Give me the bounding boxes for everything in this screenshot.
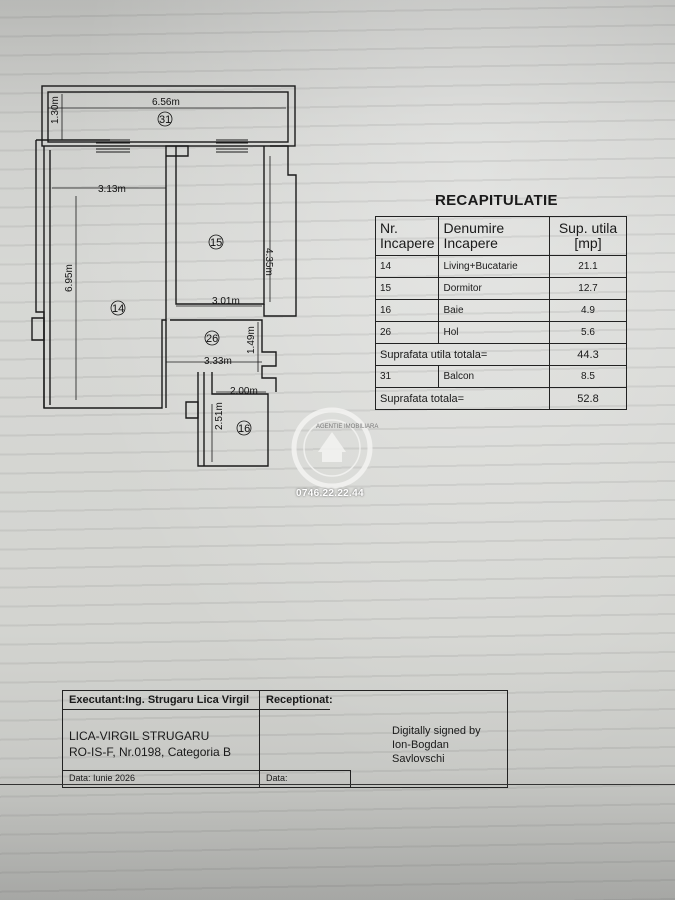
recap-table: Nr. Incapere Denumire Incapere Sup. util… xyxy=(374,216,627,410)
engineer-registration: RO-IS-F, Nr.0198, Categoria B xyxy=(69,745,232,759)
window-mark-left xyxy=(31,317,45,341)
recap-header-row: Nr. Incapere Denumire Incapere Sup. util… xyxy=(374,216,627,256)
receptionat-label: Receptionat: xyxy=(266,694,333,706)
util-total-row: Suprafata utila totala= 44.3 xyxy=(375,343,627,366)
receptionat-divider xyxy=(260,709,330,710)
date-row-left: Data: Iunie 2026 xyxy=(63,770,259,787)
dim-hall-height: 1.49m xyxy=(246,326,257,354)
dim-hall-width: 3.33m xyxy=(204,356,232,367)
engineer-name: LICA-VIRGIL STRUGARU xyxy=(69,729,210,743)
dim-living-width: 3.13m xyxy=(98,184,126,195)
total-value: 52.8 xyxy=(549,387,627,410)
room-number-hall: 26 xyxy=(206,333,218,345)
door-jamb xyxy=(185,401,199,419)
dim-bath-width: 2.00m xyxy=(230,386,258,397)
dim-living-height: 6.95m xyxy=(64,264,75,292)
dim-balcony-depth: 1.30m xyxy=(50,96,61,124)
cell-nr: 31 xyxy=(374,365,440,388)
room-marker-bedroom xyxy=(208,234,224,250)
cell-name: Living+Bucatarie xyxy=(438,255,550,278)
watermark-phone: 0746.22.22.44 xyxy=(296,488,364,499)
signature-box: Executant:Ing. Strugaru Lica Virgil LICA… xyxy=(62,690,508,788)
bedroom-walls xyxy=(175,146,265,305)
living-wall-left xyxy=(35,140,189,409)
cell-name: Baie xyxy=(438,299,550,322)
cell-nr: 15 xyxy=(374,277,440,300)
room-marker-hall xyxy=(204,330,220,346)
cell-name: Dormitor xyxy=(438,277,550,300)
cell-area: 5.6 xyxy=(549,321,627,344)
cell-area: 8.5 xyxy=(549,365,627,388)
dim-bedroom-height: 4.35m xyxy=(263,248,274,276)
cell-nr: 16 xyxy=(374,299,440,322)
signed-line-2: Ion-Bogdan xyxy=(392,739,449,751)
executant-label: Executant:Ing. Strugaru Lica Virgil xyxy=(69,694,250,706)
util-total-label: Suprafata utila totala= xyxy=(375,343,550,366)
date-left: Data: Iunie 2026 xyxy=(69,773,136,783)
cell-area: 4.9 xyxy=(549,299,627,322)
bedroom-right-wall xyxy=(263,145,297,317)
cell-nr: 26 xyxy=(374,321,440,344)
table-row: 16 Baie 4.9 xyxy=(374,299,627,322)
header-denumire: Denumire Incapere xyxy=(438,216,550,256)
hall-walls xyxy=(165,319,277,408)
date-right: Data: xyxy=(266,773,288,783)
room-number-bedroom: 15 xyxy=(210,237,222,249)
cell-name: Balcon xyxy=(438,365,550,388)
agency-stamp-watermark: AGENTIE IMOBILIARA xyxy=(291,407,378,489)
room-marker-bath xyxy=(236,420,252,436)
balcony-frame-inner xyxy=(47,91,289,143)
signed-line-1: Digitally signed by xyxy=(392,725,481,737)
table-row: 14 Living+Bucatarie 21.1 xyxy=(374,255,627,278)
cell-area: 21.1 xyxy=(549,255,627,278)
page-rule xyxy=(0,784,675,785)
date-row-right: Data: xyxy=(260,770,351,787)
receptionat-column: Receptionat: Digitally signed by Ion-Bog… xyxy=(260,691,507,787)
total-label: Suprafata totala= xyxy=(375,387,550,410)
dim-top-width: 6.56m xyxy=(152,97,180,108)
header-sup: Sup. utila [mp] xyxy=(549,216,627,256)
dim-bedroom-width: 3.01m xyxy=(212,296,240,307)
cell-area: 12.7 xyxy=(549,277,627,300)
table-row: 26 Hol 5.6 xyxy=(374,321,627,344)
table-row: 15 Dormitor 12.7 xyxy=(374,277,627,300)
grand-total-row: Suprafata totala= 52.8 xyxy=(375,387,627,410)
signed-line-3: Savlovschi xyxy=(392,753,445,765)
room-number-bath: 16 xyxy=(238,423,250,435)
executant-divider xyxy=(63,709,259,710)
room-marker-living xyxy=(110,300,126,316)
room-number-living: 14 xyxy=(112,303,124,315)
bath-walls xyxy=(197,372,269,467)
executant-column: Executant:Ing. Strugaru Lica Virgil LICA… xyxy=(63,691,260,787)
room-marker-balcony xyxy=(157,111,173,127)
room-number-balcony: 31 xyxy=(159,114,171,126)
table-row: 31 Balcon 8.5 xyxy=(374,365,627,388)
cell-name: Hol xyxy=(438,321,550,344)
header-nr: Nr. Incapere xyxy=(374,216,440,256)
util-total-value: 44.3 xyxy=(549,343,627,366)
stamp-text: AGENTIE IMOBILIARA xyxy=(316,424,378,430)
cell-nr: 14 xyxy=(374,255,440,278)
recap-title: RECAPITULATIE xyxy=(435,192,558,209)
dim-bath-height: 2.51m xyxy=(214,402,225,430)
